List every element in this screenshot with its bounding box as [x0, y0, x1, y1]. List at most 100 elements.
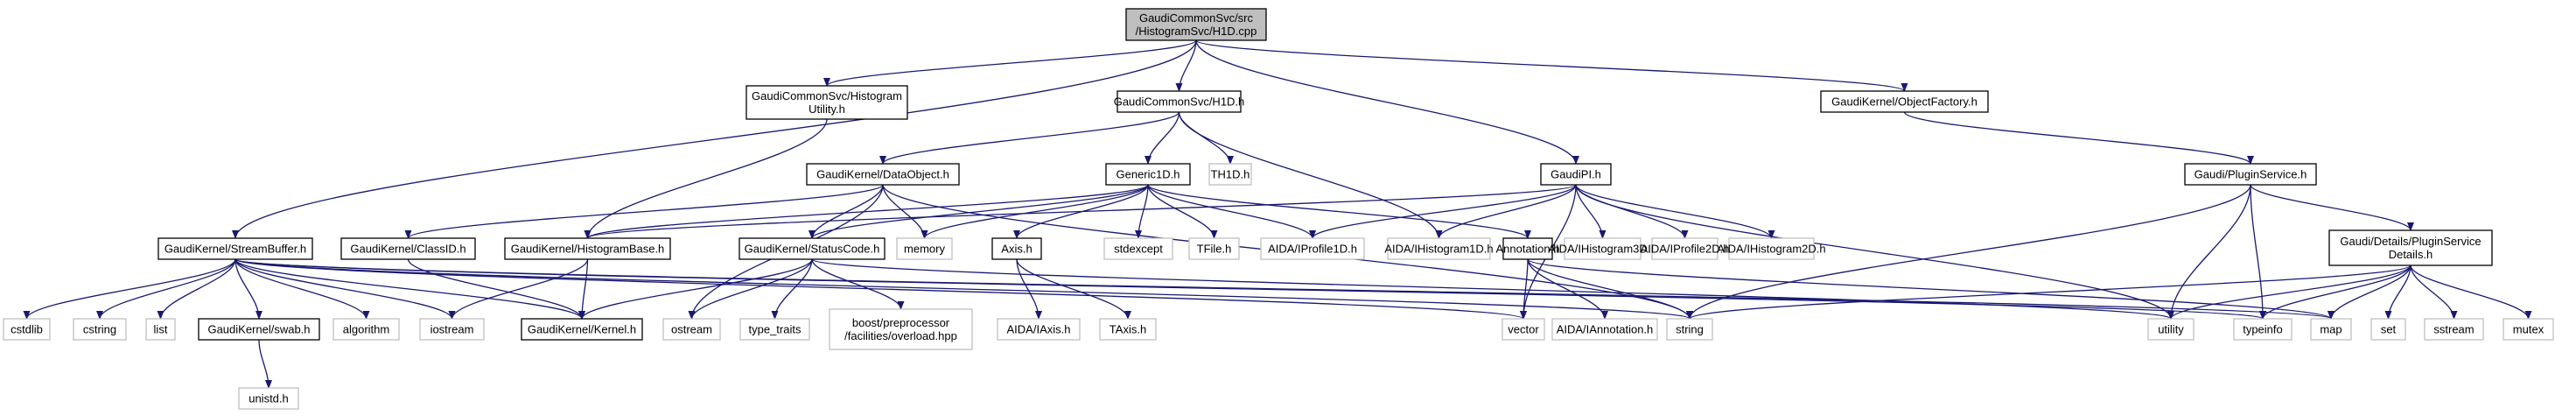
node-streambuffer[interactable]: GaudiKernel/StreamBuffer.h	[158, 237, 313, 260]
edge-pluginservicedetails-to-utility	[2167, 264, 2412, 320]
edge-streambuffer-to-swab	[234, 258, 262, 320]
edge-histutil-to-histbase	[584, 118, 828, 239]
node-objfactory[interactable]: GaudiKernel/ObjectFactory.h	[1820, 90, 1989, 113]
node-gaudipi[interactable]: GaudiPI.h	[1540, 163, 1612, 186]
node-ihistogram1d: AIDA/IHistogram1D.h	[1384, 237, 1494, 260]
node-label: AIDA/IAnnotation.h	[1557, 323, 1654, 336]
edge-generic1d-to-annotation	[1147, 184, 1531, 239]
node-label: AIDA/IProfile2D.h	[1641, 243, 1730, 256]
edge-annotation-to-iannotation	[1527, 258, 1608, 320]
node-kernel[interactable]: GaudiKernel/Kernel.h	[521, 318, 643, 341]
edge-annotation-to-vector	[1520, 258, 1529, 320]
node-box	[1105, 163, 1191, 186]
edge-gaudipi-to-utility	[1575, 184, 2174, 320]
edge-pluginservice-to-string	[1686, 184, 2251, 320]
node-h1dh[interactable]: GaudiCommonSvc/H1D.h	[1114, 90, 1245, 113]
node-label: GaudiCommonSvc/Histogram	[752, 89, 902, 102]
edge-pluginservice-to-typeinfo	[2250, 184, 2266, 320]
edge-streambuffer-to-cstdlib	[23, 258, 236, 320]
node-annotation[interactable]: Annotation.h	[1495, 237, 1560, 260]
node-label: Generic1D.h	[1116, 168, 1180, 181]
node-label: GaudiCommonSvc/src	[1139, 11, 1254, 25]
edge-gaudipi-to-iprofile1d	[1309, 184, 1577, 239]
node-swab[interactable]: GaudiKernel/swab.h	[198, 318, 320, 341]
node-statuscode[interactable]: GaudiKernel/StatusCode.h	[738, 237, 886, 260]
node-label: vector	[1508, 323, 1539, 336]
edge-classid-to-kernel	[407, 258, 585, 320]
node-box	[198, 318, 320, 341]
node-pluginservice[interactable]: Gaudi/PluginService.h	[2184, 163, 2317, 186]
node-iostream: iostream	[419, 318, 485, 341]
node-label: iostream	[430, 323, 474, 336]
node-dataobject[interactable]: GaudiKernel/DataObject.h	[806, 163, 960, 186]
node-histbase[interactable]: GaudiKernel/HistogramBase.h	[504, 237, 671, 260]
node-axis[interactable]: Axis.h	[991, 237, 1042, 260]
node-ihistogram2d: AIDA/IHistogram2D.h	[1717, 237, 1826, 260]
edge-pluginservicedetails-to-set	[2384, 264, 2412, 320]
edge-gaudipi-to-histbase	[584, 184, 1577, 239]
edge-streambuffer-to-vector	[234, 258, 1527, 320]
node-box	[806, 163, 960, 186]
node-label: map	[2320, 323, 2342, 336]
node-label: string	[1676, 323, 1704, 336]
edge-pluginservice-to-utility	[2167, 184, 2251, 320]
node-box	[2233, 318, 2292, 341]
node-box	[1260, 237, 1365, 260]
node-label: /facilities/overload.hpp	[844, 329, 957, 342]
node-box	[158, 237, 313, 260]
node-box	[1502, 237, 1553, 260]
edge-statuscode-to-typetraits	[771, 258, 813, 320]
node-generic1d[interactable]: Generic1D.h	[1105, 163, 1191, 186]
node-box	[419, 318, 485, 341]
edge-root-to-histutil	[823, 39, 1197, 87]
nodes-layer: GaudiCommonSvc/src/HistogramSvc/H1D.cppG…	[3, 8, 2554, 410]
node-root[interactable]: GaudiCommonSvc/src/HistogramSvc/H1D.cpp	[1125, 8, 1267, 41]
node-box	[2184, 163, 2317, 186]
edge-histbase-to-kernel	[578, 258, 589, 320]
edge-histbase-to-iostream	[448, 258, 589, 320]
node-box	[746, 85, 908, 120]
edge-annotation-to-string	[1527, 258, 1693, 320]
node-label: Gaudi/PluginService.h	[2194, 168, 2307, 181]
edge-h1dh-to-generic1d	[1144, 111, 1180, 165]
node-label: mutex	[2513, 323, 2544, 336]
edge-generic1d-to-statuscode	[808, 184, 1149, 239]
node-set: set	[2370, 318, 2406, 341]
edge-generic1d-to-iprofile1d	[1147, 184, 1316, 239]
edge-gaudipi-to-ihistogram2d	[1575, 184, 1775, 239]
node-label: Gaudi/Details/PluginService	[2340, 235, 2481, 248]
node-label: boost/preprocessor	[852, 316, 950, 329]
node-classid[interactable]: GaudiKernel/ClassID.h	[340, 237, 476, 260]
node-box	[1551, 318, 1658, 341]
node-list: list	[145, 318, 176, 341]
node-label: memory	[904, 243, 945, 256]
node-label: stdexcept	[1114, 243, 1163, 256]
node-label: AIDA/IHistogram3D.h	[1548, 243, 1656, 256]
edge-pluginservicedetails-to-mutex	[2410, 264, 2532, 320]
node-label: TAxis.h	[1110, 323, 1146, 336]
node-box	[997, 318, 1081, 341]
edge-statuscode-to-utility	[811, 258, 2174, 320]
node-box	[73, 318, 127, 341]
node-cstring: cstring	[73, 318, 127, 341]
node-tfile: TFile.h	[1188, 237, 1240, 260]
edge-root-to-streambuffer	[232, 39, 1197, 239]
edge-streambuffer-to-map	[234, 258, 2334, 320]
node-label: GaudiKernel/swab.h	[207, 323, 310, 336]
node-label: unistd.h	[248, 392, 289, 405]
edge-axis-to-taxis	[1016, 258, 1131, 320]
node-box	[1116, 90, 1242, 113]
node-map: map	[2310, 318, 2352, 341]
node-mutex: mutex	[2502, 318, 2554, 341]
edge-objfactory-to-pluginservice	[1903, 111, 2254, 165]
edge-dataobject-to-classid	[404, 184, 884, 239]
node-label: Axis.h	[1001, 243, 1032, 256]
node-label: GaudiKernel/ObjectFactory.h	[1831, 95, 1978, 109]
node-box	[829, 308, 973, 350]
node-taxis: TAxis.h	[1099, 318, 1157, 341]
edge-gaudipi-to-iprofile2d	[1575, 184, 1689, 239]
node-box	[2502, 318, 2554, 341]
node-memory: memory	[896, 237, 953, 260]
